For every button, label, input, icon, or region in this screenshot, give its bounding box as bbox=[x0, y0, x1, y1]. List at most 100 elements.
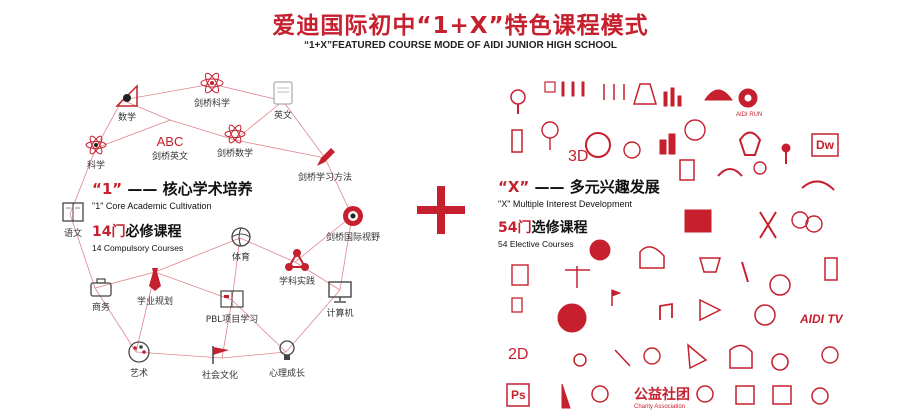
node-business: 商务 bbox=[66, 276, 136, 313]
atom-icon bbox=[200, 72, 224, 94]
page-title: 爱迪国际初中“1+X”特色课程模式 bbox=[272, 13, 649, 39]
core-heading: “1” —— 核心学术培养 bbox=[92, 178, 253, 199]
node-science-label: 科学 bbox=[86, 161, 105, 171]
palette-icon bbox=[128, 341, 150, 363]
robot-icon bbox=[511, 297, 523, 313]
node-psychology-label: 心理成长 bbox=[268, 369, 305, 379]
open-book-icon bbox=[220, 290, 244, 308]
interest-heading-text: 多元兴趣发展 bbox=[569, 178, 660, 196]
core-heading-text: 核心学术培养 bbox=[162, 180, 253, 198]
node-academic-planning-label: 学业规划 bbox=[136, 297, 173, 307]
plus-icon bbox=[417, 186, 465, 234]
node-english: 英文 bbox=[248, 80, 318, 121]
node-computer-label: 计算机 bbox=[326, 309, 354, 319]
core-section: “1” —— 核心学术培养 "1" Core Academic Cultivat… bbox=[92, 178, 253, 253]
volleyball-icon bbox=[643, 347, 661, 365]
soccer-icon bbox=[769, 274, 791, 296]
two-d-label: 2D bbox=[508, 346, 529, 363]
node-cambridge-vision: 剑桥国际视野 bbox=[308, 204, 398, 243]
node-math: 数学 bbox=[92, 84, 162, 123]
node-pe: 体育 bbox=[206, 226, 276, 263]
shoe-icon bbox=[717, 168, 743, 177]
interest-dash: —— bbox=[534, 178, 565, 196]
interest-count-text: 选修课程 bbox=[531, 220, 588, 236]
ps-label: Ps bbox=[511, 388, 526, 402]
node-cambridge-science: 剑桥科学 bbox=[177, 72, 247, 109]
hockey-icon bbox=[511, 129, 523, 153]
interest-section: “X” —— 多元兴趣发展 "X" Multiple Interest Deve… bbox=[498, 176, 660, 249]
clock-icon bbox=[754, 304, 776, 326]
cup-icon bbox=[679, 159, 695, 181]
aidi-tv-label: AIDI TV bbox=[800, 312, 843, 326]
interest-quote: “X” bbox=[498, 178, 530, 196]
node-cambridge-math: 剑桥数学 bbox=[200, 124, 270, 159]
node-social-culture-label: 社会文化 bbox=[201, 371, 238, 381]
node-science: 科学 bbox=[61, 134, 131, 171]
ps-icon bbox=[506, 383, 530, 407]
club-cluster-icon bbox=[589, 239, 611, 261]
pingpong-icon bbox=[696, 385, 714, 403]
trumpet-icon bbox=[561, 383, 571, 409]
theater-masks-icon bbox=[791, 211, 809, 229]
node-cambridge-english-label: 剑桥英文 bbox=[151, 152, 188, 162]
atom-icon bbox=[85, 135, 107, 155]
core-dash: —— bbox=[127, 180, 158, 198]
rocking-horse-icon bbox=[729, 344, 753, 369]
shield-icon bbox=[738, 131, 762, 156]
book-icon bbox=[62, 202, 84, 222]
public-club-en-label: Charity Association bbox=[634, 404, 686, 410]
node-chinese-label: 语文 bbox=[63, 229, 82, 239]
lamp-icon bbox=[741, 261, 749, 283]
picture-icon bbox=[511, 264, 529, 286]
core-count-num: 14门 bbox=[92, 224, 126, 240]
building-icon bbox=[704, 89, 733, 101]
pen-icon bbox=[317, 148, 335, 166]
ball-icon bbox=[231, 227, 251, 247]
briefcase-icon bbox=[90, 278, 112, 297]
node-business-label: 商务 bbox=[91, 303, 110, 313]
headphones-icon bbox=[771, 353, 789, 371]
dragon-logo-icon bbox=[557, 303, 587, 333]
excel-icon bbox=[772, 385, 792, 405]
atom-icon bbox=[224, 124, 246, 144]
core-heading-en: "1" Core Academic Cultivation bbox=[92, 201, 212, 211]
node-pbl-label: PBL项目学习 bbox=[205, 315, 259, 325]
node-cambridge-vision-label: 剑桥国际视野 bbox=[325, 233, 380, 243]
abc-icon: ABC bbox=[156, 134, 184, 149]
node-cambridge-science-label: 剑桥科学 bbox=[193, 99, 230, 109]
flag-icon bbox=[212, 346, 229, 364]
document-icon bbox=[273, 81, 293, 105]
node-pbl: PBL项目学习 bbox=[193, 288, 271, 325]
cloud-icon bbox=[821, 346, 839, 364]
node-social-culture: 社会文化 bbox=[185, 344, 255, 381]
node-cambridge-math-label: 剑桥数学 bbox=[216, 149, 253, 159]
swimmer-icon bbox=[573, 353, 587, 367]
tie-icon bbox=[149, 268, 161, 291]
sneaker-icon bbox=[801, 180, 835, 191]
basketball-icon bbox=[684, 119, 706, 141]
dw-label: Dw bbox=[816, 138, 834, 152]
interest-count: 54门选修课程 bbox=[498, 217, 660, 237]
node-cambridge-english: ABC 剑桥英文 bbox=[135, 134, 205, 162]
node-art-label: 艺术 bbox=[129, 369, 148, 379]
monitor-icon bbox=[328, 281, 352, 303]
three-d-label: 3D bbox=[568, 148, 589, 165]
node-chinese: 语文 bbox=[38, 200, 108, 239]
public-club-label: 公益社团 bbox=[634, 387, 690, 403]
interest-heading: “X” —— 多元兴趣发展 bbox=[498, 176, 660, 197]
interest-count-num: 54门 bbox=[498, 220, 532, 236]
badminton-icon bbox=[699, 298, 722, 322]
core-count: 14门必修课程 bbox=[92, 221, 253, 241]
node-computer: 计算机 bbox=[305, 280, 375, 319]
phone-icon bbox=[824, 257, 838, 281]
node-academic-planning: 学业规划 bbox=[120, 266, 190, 307]
molecule-icon bbox=[285, 249, 309, 271]
node-subject-practice: 学科实践 bbox=[262, 248, 332, 287]
merchant-school-label: 爱迪商学院 bbox=[714, 210, 738, 230]
core-quote: “1” bbox=[92, 180, 123, 198]
core-count-en: 14 Compulsory Courses bbox=[92, 243, 184, 253]
node-math-label: 数学 bbox=[117, 113, 136, 123]
pencil-icon bbox=[614, 349, 631, 367]
merchant-school-logo bbox=[684, 209, 712, 233]
